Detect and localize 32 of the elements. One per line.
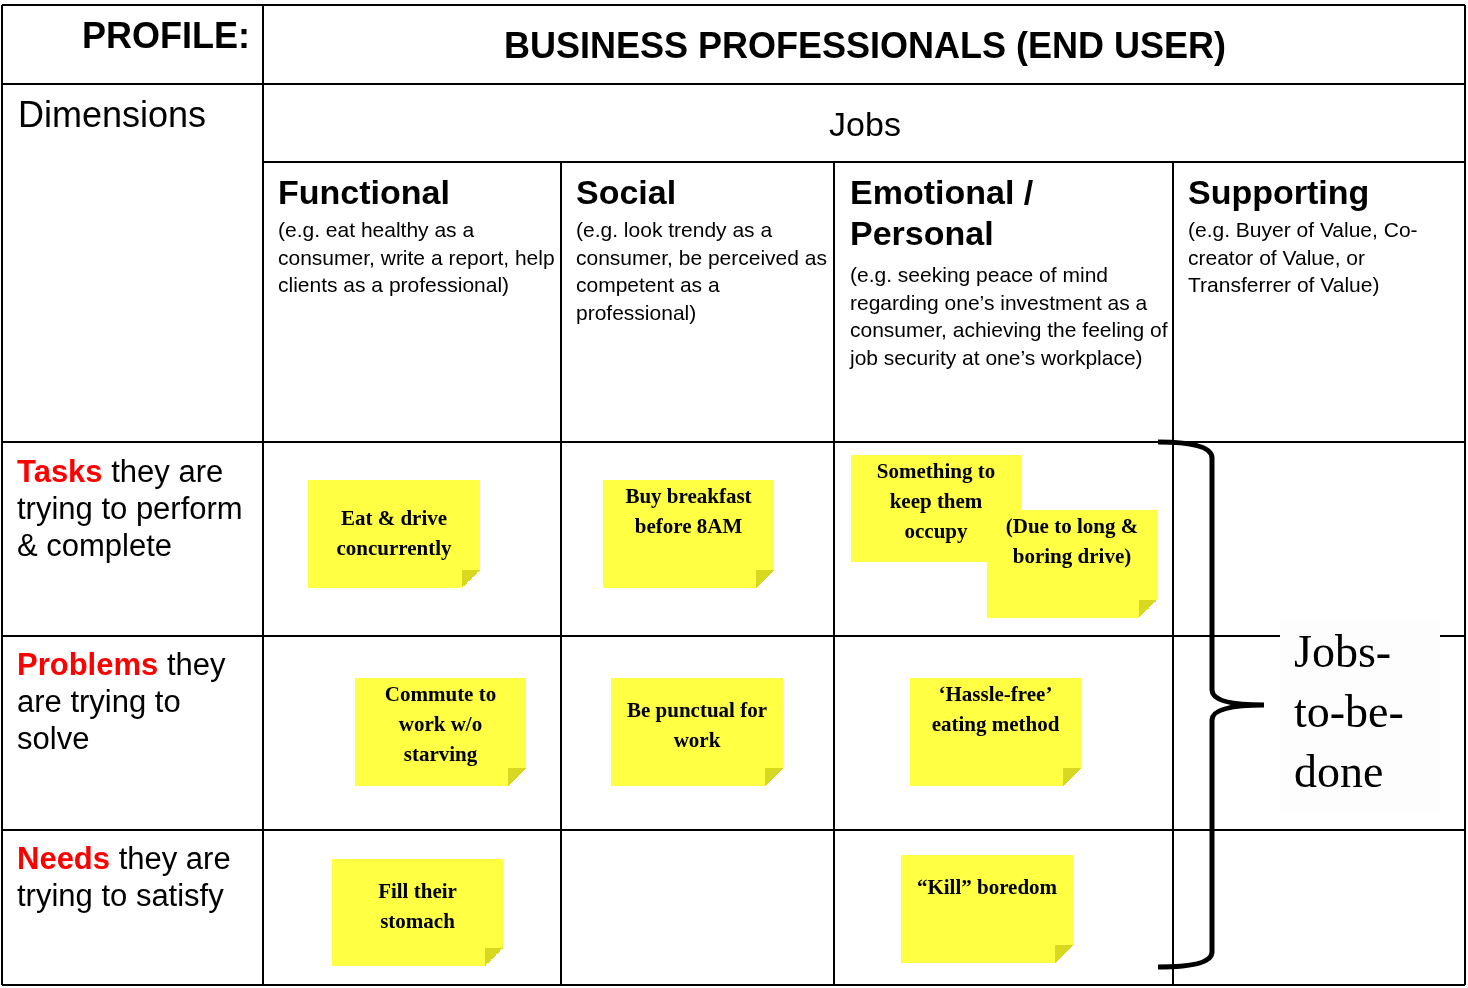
note-text: Buy breakfast before 8AM: [624, 483, 753, 540]
sticky-note: [308, 480, 480, 588]
note-text: (Due to long & boring drive): [1004, 513, 1140, 570]
sticky-note: [355, 678, 526, 786]
note-text: Something to keep them occupy: [875, 458, 997, 545]
column-heading: Emotional / Personal: [850, 172, 1035, 254]
column-heading: Supporting: [1188, 172, 1371, 213]
sticky-note: [910, 678, 1081, 786]
profile-heading: PROFILE:: [81, 14, 250, 58]
row-label: Needs they are trying to satisfy: [17, 840, 232, 915]
column-description: (e.g. look trendy as a consumer, be perceived as competent as a professional): [576, 217, 828, 327]
sticky-note: [603, 480, 774, 588]
column-heading: Functional: [278, 172, 451, 213]
column-group-header: Jobs: [828, 104, 902, 145]
column-description: (e.g. seeking peace of mind regarding one’s investment as a consumer, achieving the feeling of job security at one’s workplace): [850, 262, 1169, 372]
sticky-note: [611, 678, 783, 786]
column-description: (e.g. eat healthy as a consumer, write a report, help clients as a professional): [278, 217, 556, 299]
note-text: Eat & drive concurrently: [335, 505, 453, 562]
column-heading: Social: [576, 172, 678, 213]
row-label: Tasks they are trying to perform & complete: [17, 453, 244, 565]
sticky-note: [901, 855, 1073, 963]
row-label: Problems they are trying to solve: [17, 646, 227, 758]
sticky-note: [332, 859, 503, 966]
column-description: (e.g. Buyer of Value, Co-creator of Value, or Transferrer of Value): [1188, 217, 1419, 299]
row-header: Dimensions: [18, 93, 208, 137]
note-text: ‘Hassle-free’ eating method: [930, 681, 1061, 738]
note-text: Be punctual for work: [626, 697, 768, 754]
note-text: Commute to work w/o starving: [383, 681, 498, 768]
note-text: Fill their stomach: [377, 878, 458, 935]
sticky-note: [987, 510, 1157, 618]
table-title: BUSINESS PROFESSIONALS (END USER): [502, 24, 1228, 68]
note-text: “Kill” boredom: [915, 874, 1059, 901]
